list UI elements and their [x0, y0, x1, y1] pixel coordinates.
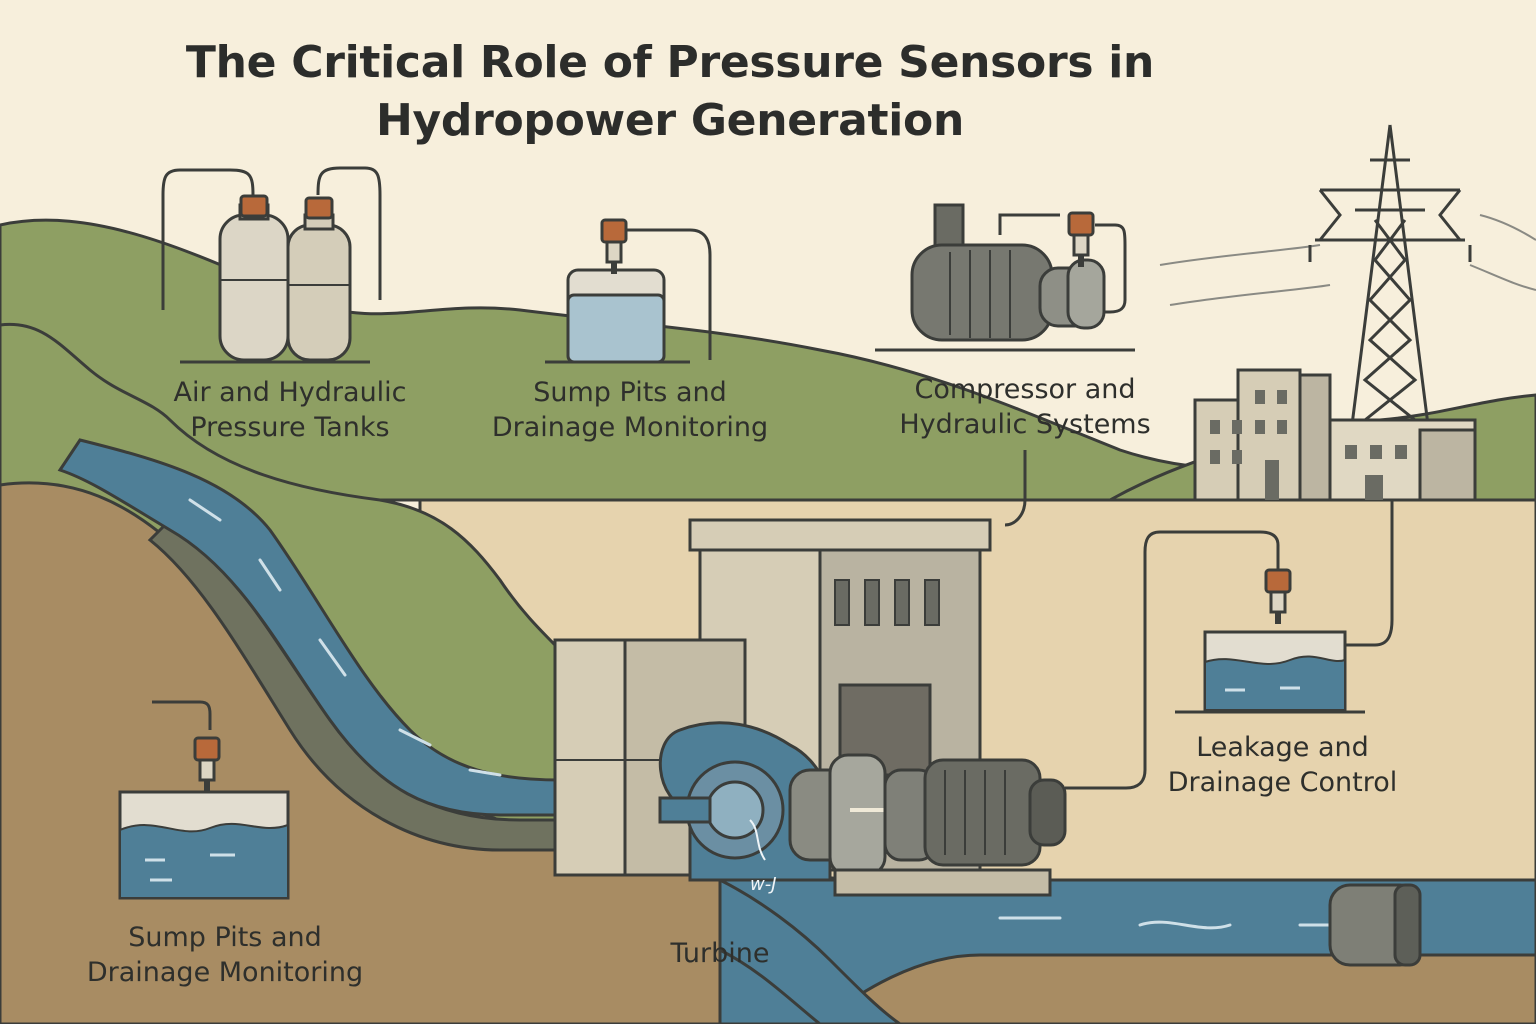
label-air-tanks-line-2: Pressure Tanks [190, 412, 390, 443]
power-lines [1159, 214, 1536, 306]
label-turbine-line-1: Turbine [670, 938, 770, 969]
pressure-tank-icon [161, 166, 382, 364]
svg-text:w-J: w-J [750, 874, 777, 895]
turbine-icon: w-J [658, 721, 1067, 897]
transmission-tower-icon [1308, 124, 1472, 426]
label-sump-bottom: Sump Pits and Drainage Monitoring [65, 920, 385, 990]
label-sump-top-line-2: Drainage Monitoring [491, 412, 769, 443]
penstock-water [57, 438, 562, 817]
title-line-1: The Critical Role of Pressure Sensors in [185, 37, 1155, 88]
label-sump-top-line-1: Sump Pits and [533, 377, 727, 408]
connector-line [1004, 450, 1027, 527]
drainage-tank-icon [1065, 500, 1394, 790]
page-title: The Critical Role of Pressure Sensors in… [130, 34, 1210, 150]
label-turbine: Turbine [640, 936, 800, 971]
label-compressor-line-1: Compressor and [914, 374, 1136, 405]
label-sump-bottom-line-2: Drainage Monitoring [86, 957, 364, 988]
drainage-tank-icon [118, 700, 290, 900]
label-compressor: Compressor and Hydraulic Systems [870, 372, 1180, 442]
label-sump-top: Sump Pits and Drainage Monitoring [470, 375, 790, 445]
compressor-icon [875, 203, 1135, 352]
penstock-water-highlight [188, 498, 502, 777]
tailrace-outflow [718, 877, 903, 1024]
label-compressor-line-2: Hydraulic Systems [899, 409, 1151, 440]
label-sump-bottom-line-1: Sump Pits and [128, 922, 322, 953]
label-air-tanks: Air and Hydraulic Pressure Tanks [150, 375, 430, 445]
label-air-tanks-line-1: Air and Hydraulic [173, 377, 407, 408]
substation-buildings [1193, 368, 1477, 502]
title-line-2: Hydropower Generation [375, 95, 965, 146]
label-leakage-line-1: Leakage and [1196, 732, 1369, 763]
label-leakage: Leakage and Drainage Control [1140, 730, 1425, 800]
label-leakage-line-2: Drainage Control [1167, 767, 1398, 798]
drainage-tank-icon [545, 218, 712, 364]
